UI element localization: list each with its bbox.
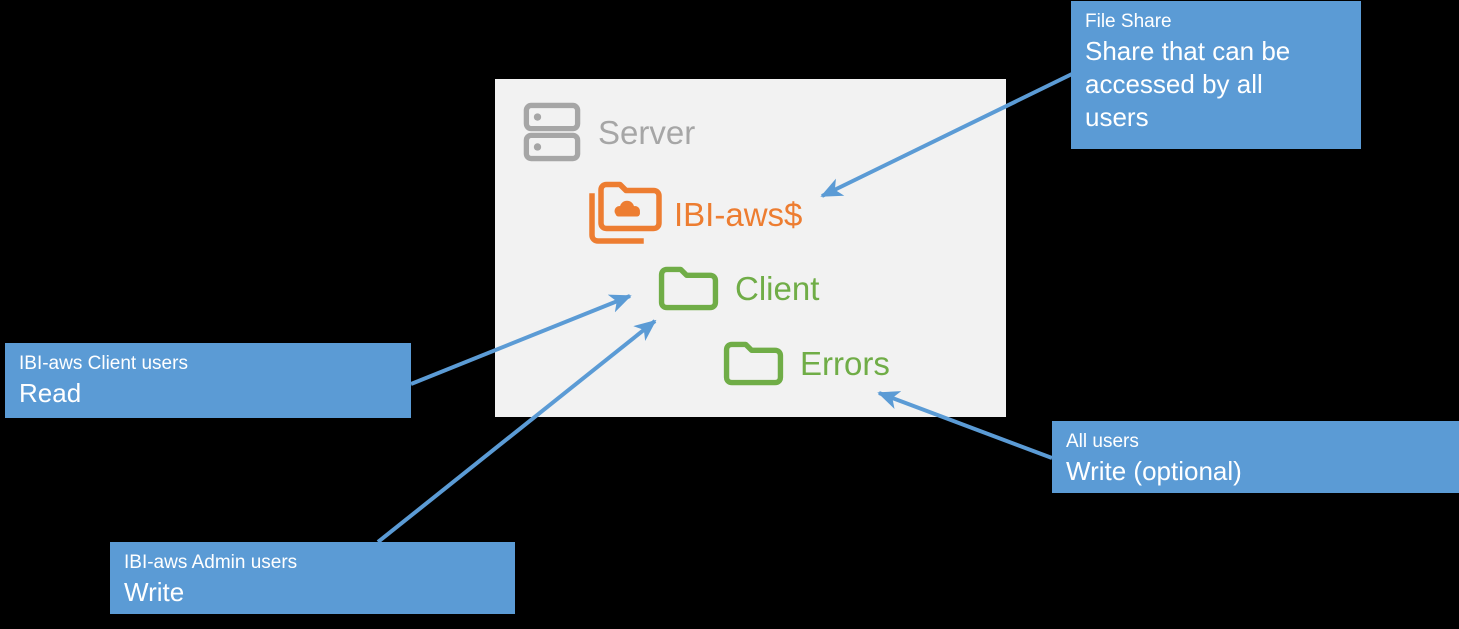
client-folder-label: Client — [735, 270, 820, 307]
cloud-glyph — [614, 200, 640, 217]
callout-body: Write — [124, 577, 185, 607]
callout-client-users: IBI-aws Client users Read — [5, 343, 411, 418]
errors-folder-row: Errors — [722, 339, 890, 388]
file-share-label: IBI-aws$ — [674, 195, 803, 233]
callout-title: IBI-aws Admin users — [124, 552, 298, 573]
server-label: Server — [598, 113, 696, 151]
file-share-row: IBI-aws$ — [588, 179, 802, 249]
server-panel: Server IBI-aws$ Client — [495, 79, 1006, 417]
folder-icon — [658, 266, 719, 311]
callout-all-users: All users Write (optional) — [1052, 421, 1459, 493]
folder-icon — [723, 341, 784, 386]
callout-body: Share that can be accessed by all users — [1085, 36, 1291, 132]
client-folder-row: Client — [657, 264, 819, 313]
callout-body: Read — [19, 378, 82, 408]
callout-file-share: File Share Share that can be accessed by… — [1071, 1, 1361, 149]
callout-body: Write (optional) — [1066, 456, 1242, 486]
server-row: Server — [523, 102, 696, 162]
callout-title: All users — [1066, 431, 1139, 452]
callout-title: IBI-aws Client users — [19, 353, 188, 374]
errors-folder-label: Errors — [800, 345, 890, 382]
callout-title: File Share — [1085, 11, 1172, 32]
server-icon — [523, 102, 581, 162]
callout-admin-users: IBI-aws Admin users Write — [110, 542, 515, 614]
shared-cloud-folder-icon — [589, 181, 662, 244]
